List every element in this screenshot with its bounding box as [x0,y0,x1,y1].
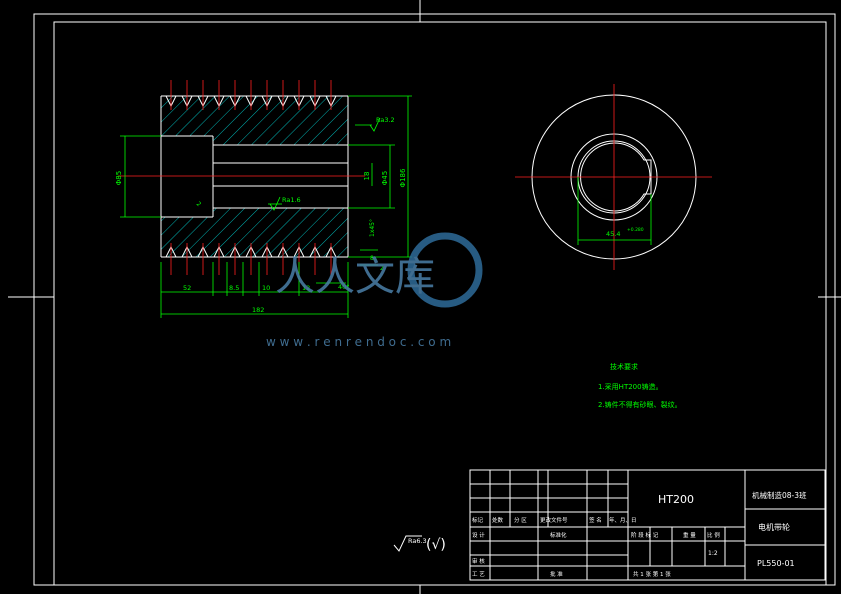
scale: 1:2 [708,550,718,557]
h-approve: 批 准 [550,570,563,578]
bore-tol: +0.280 [627,227,644,233]
groove-centerlines-top [170,80,332,110]
title-block-frame [469,469,826,581]
ra-bore-symbol [269,196,281,211]
bore-keyway [580,142,652,212]
h-stage: 阶 段 标 记 [631,531,659,539]
dim-c5: 2 [195,200,203,208]
inner-frame [53,21,827,586]
h-design: 设 计 [472,531,485,539]
dimension-lines [120,95,412,318]
title-grid [470,470,825,580]
dim-18: 18 [363,172,371,181]
h-review: 审 核 [472,557,485,565]
front-view: 45.4 +0.280 [515,84,712,270]
h-count: 处数 [492,516,504,524]
watermark-logo-ring [407,232,483,308]
org: 机械制造08-3班 [752,490,807,500]
notes-line1: 1.采用HT200铸造。 [598,382,663,391]
notes-line2: 2.铸件不得有砂眼、裂纹。 [598,400,682,409]
dim-52: 52 [183,284,191,292]
dim-85: 8.5 [229,284,239,292]
watermark: 人人文库 w w w . r e n r e n d o c . c o m [266,232,483,349]
technical-notes: 技术要求 1.采用HT200铸造。 2.铸件不得有砂眼、裂纹。 [598,362,682,409]
dim-8: 8 [370,255,374,262]
h-zone: 分 区 [514,516,527,524]
ra-bore: Ra1.6 [282,196,301,204]
h-std: 标准化 [550,531,567,539]
h-doc: 更改文件号 [540,516,568,524]
drawing-no: PL550-01 [757,559,795,568]
dim-2: 2 [380,265,384,272]
dim-d85: Φ85 [115,171,123,185]
h-mark: 标记 [472,516,484,524]
title-block: HT200 机械制造08-3班 电机带轮 PL550-01 1:2 标记 处数 … [469,469,826,581]
ra-outer-symbol [369,117,381,132]
dim-d186: Φ186 [399,168,407,187]
h-scale: 比 例 [707,531,720,539]
dim-10: 10 [262,284,270,292]
notes-heading: 技术要求 [610,362,638,371]
groove-centerlines-bottom [170,243,332,275]
general-roughness: Ra6.3 (√) [393,535,446,553]
h-process: 工 艺 [472,571,485,578]
ra-general: Ra6.3 [408,537,427,545]
h-weight: 重 量 [683,531,696,539]
watermark-url: w w w . r e n r e n d o c . c o m [266,335,451,349]
sheets: 共 1 张 第 1 张 [633,570,671,578]
watermark-brand: 人人文库 [275,254,435,300]
dim-12: 12 [302,284,310,292]
dim-chamfer: 1x45° [369,219,376,237]
ra-general-paren: (√) [426,537,446,553]
ra-general-symbol [393,535,422,552]
dim-d45: Φ45 [381,171,389,185]
h-sign: 签 名 [589,516,602,524]
bore-dim: 45.4 [606,230,620,238]
dim-angle: 40° [338,283,350,291]
part-name: 电机带轮 [758,522,790,532]
material: HT200 [658,493,694,506]
h-date: 年、月、日 [609,516,637,524]
dim-182: 182 [252,306,264,314]
section-view: Φ85 Φ186 Φ45 18 1x45° 8 2 Ra3.2 Ra1.6 2 … [115,80,412,318]
ra-outer: Ra3.2 [376,116,395,124]
